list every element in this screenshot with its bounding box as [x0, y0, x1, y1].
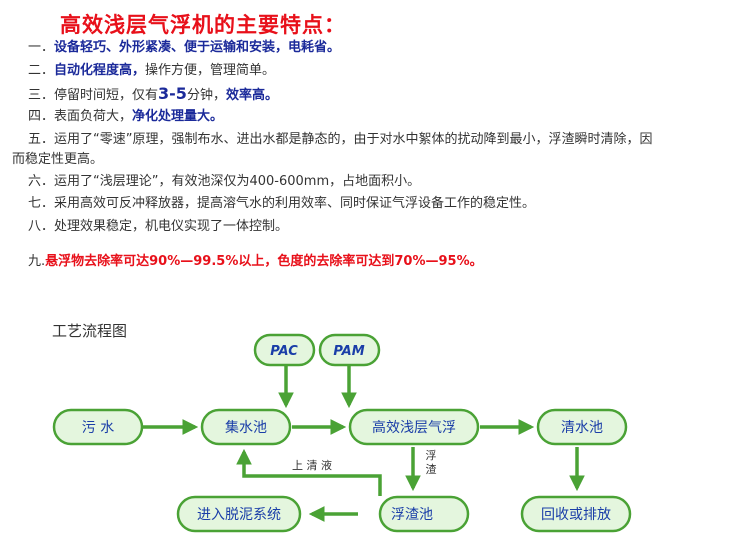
- feature-line: 四．表面负荷大，净化处理量大。: [28, 109, 223, 125]
- feature-text: 设备轻巧、外形紧凑、便于运输和安装，电耗省。: [54, 40, 341, 55]
- node-recycle: 回收或排放: [520, 495, 632, 533]
- feature-line: 二．自动化程度高，操作方便，管理简单。: [28, 63, 275, 79]
- arrow-supernatant-return: [236, 448, 382, 496]
- feature-line: 七．采用高效可反冲释放器，提高溶气水的利用效率、同时保证气浮设备工作的稳定性。: [28, 196, 535, 212]
- node-dewater-label: 进入脱泥系统: [197, 507, 281, 523]
- node-dewater-system: 进入脱泥系统: [176, 495, 302, 533]
- node-collect-label: 集水池: [225, 419, 267, 436]
- node-scum-label: 浮渣池: [391, 507, 433, 523]
- feature-line: 六．运用了“浅层理论”，有效池深仅为400-600mm，占地面积小。: [28, 174, 420, 190]
- feature-line: 五．运用了“零速”原理，强制布水、进出水都是静态的，由于对水中絮体的扰动降到最小…: [28, 132, 653, 148]
- feature-text: 而稳定性更高。: [12, 152, 104, 167]
- node-pam: PAM: [318, 333, 381, 367]
- node-collect-tank: 集水池: [200, 408, 292, 446]
- scum-flow-label-2: 渣: [426, 462, 437, 476]
- process-title: 工艺流程图: [52, 322, 128, 340]
- node-clear-tank: 清水池: [536, 408, 628, 446]
- feature-number: 五．: [28, 132, 55, 147]
- feature-line: 八．处理效果稳定，机电仪实现了一体控制。: [28, 219, 288, 235]
- feature-number: 一．: [28, 40, 55, 55]
- feature-line: 三．停留时间短，仅有3-5分钟，效率高。: [28, 86, 278, 104]
- node-clear-label: 清水池: [561, 420, 603, 436]
- feature-text: 分钟，: [186, 88, 226, 103]
- feature-text: 处理效果稳定，机电仪实现了一体控制。: [54, 219, 289, 234]
- feature-text: 自动化程度高，: [54, 63, 146, 78]
- feature-text: 停留时间短，仅有: [54, 88, 159, 103]
- feature-line: 一．设备轻巧、外形紧凑、便于运输和安装，电耗省。: [28, 40, 340, 56]
- node-flotation: 高效浅层气浮: [348, 408, 480, 446]
- feature-number: 三．: [28, 88, 55, 103]
- feature-text: 采用高效可反冲释放器，提高溶气水的利用效率、同时保证气浮设备工作的稳定性。: [54, 196, 536, 211]
- node-pac: PAC: [253, 333, 316, 367]
- feature-text: 净化处理量大。: [132, 109, 224, 124]
- feature-line: 九.悬浮物去除率可达90%—99.5%以上，色度的去除率可达到70%—95%。: [28, 254, 483, 270]
- feature-text: 3-5: [158, 84, 187, 103]
- feature-line: 而稳定性更高。: [12, 152, 103, 168]
- feature-text: 操作方便，管理简单。: [145, 63, 276, 78]
- node-sewage-label: 污 水: [82, 420, 114, 436]
- pam-label: PAM: [333, 344, 364, 359]
- feature-text: 运用了“浅层理论”，有效池深仅为400-600mm，占地面积小。: [54, 174, 421, 189]
- feature-number: 二．: [28, 63, 55, 78]
- pac-label: PAC: [270, 344, 298, 359]
- feature-text: 效率高。: [225, 88, 278, 103]
- supernatant-label: 上 清 液: [292, 458, 332, 472]
- node-recycle-label: 回收或排放: [541, 507, 611, 523]
- feature-text: 运用了“零速”原理，强制布水、进出水都是静态的，由于对水中絮体的扰动降到最小，浮…: [54, 132, 653, 147]
- node-flotation-label: 高效浅层气浮: [372, 419, 456, 436]
- feature-number: 四．: [28, 109, 55, 124]
- node-scum-tank: 浮渣池: [378, 495, 470, 533]
- feature-number: 六．: [28, 174, 55, 189]
- feature-number: 七．: [28, 196, 55, 211]
- page-title: 高效浅层气浮机的主要特点：: [60, 13, 346, 37]
- feature-text: 悬浮物去除率可达90%—99.5%以上，色度的去除率可达到70%—95%。: [45, 254, 483, 269]
- feature-number: 八．: [28, 219, 55, 234]
- node-sewage: 污 水: [52, 408, 144, 446]
- feature-number: 九.: [28, 254, 46, 269]
- scum-flow-label-1: 浮: [426, 449, 437, 462]
- feature-text: 表面负荷大，: [54, 109, 133, 124]
